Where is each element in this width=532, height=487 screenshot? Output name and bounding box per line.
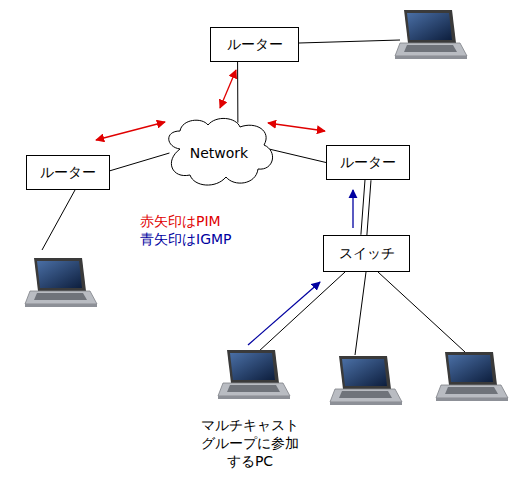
note-label: 青矢印はIGMP	[140, 230, 270, 248]
network-link	[270, 149, 326, 162]
node-text: スイッチ	[339, 245, 395, 263]
note-label: マルチキャスト グループに参加 するPC	[195, 416, 305, 470]
note-label: 赤矢印はPIM	[140, 212, 270, 230]
node-text: ルーター	[227, 36, 283, 54]
device-box: スイッチ	[323, 235, 410, 272]
device-box: ルーター	[326, 145, 410, 180]
network-link	[361, 180, 371, 235]
network-link	[237, 62, 238, 123]
network-link	[110, 153, 169, 171]
node-text: Network	[190, 145, 248, 161]
node-text: ルーター	[40, 164, 96, 182]
network-cloud: Network	[160, 115, 278, 191]
device-box: ルーター	[26, 155, 110, 190]
node-text: ルーター	[340, 154, 396, 172]
device-box: ルーター	[210, 27, 299, 62]
